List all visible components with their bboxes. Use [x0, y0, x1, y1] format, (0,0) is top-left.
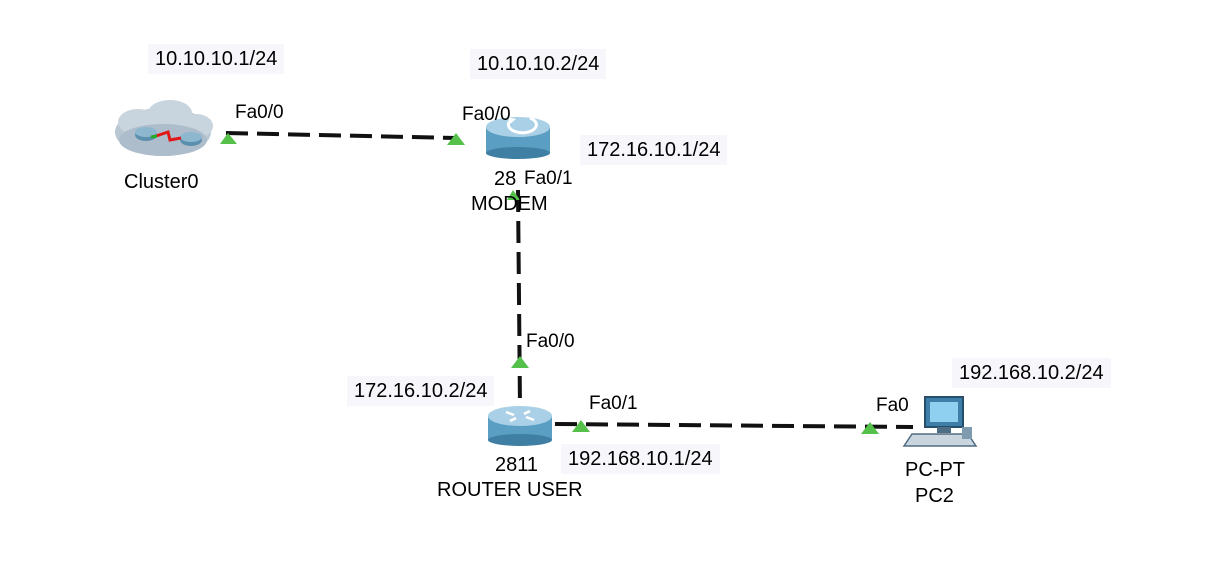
note-pc-ip[interactable]: 192.168.10.2/24	[952, 358, 1111, 388]
cluster-icon[interactable]	[115, 100, 213, 156]
link-router-pc[interactable]	[554, 422, 914, 429]
device-label-router-name: ROUTER USER	[437, 479, 583, 501]
port-label-modem-fa01: Fa0/1	[524, 168, 573, 189]
port-status-modem-fa00-icon	[447, 133, 465, 145]
port-status-router-fa01-icon	[572, 420, 590, 432]
device-label-pc-model: PC-PT	[905, 459, 965, 481]
port-label-router-fa01: Fa0/1	[589, 393, 638, 414]
device-label-cluster-name: Cluster0	[124, 171, 199, 193]
port-label-cluster-fa00: Fa0/0	[235, 102, 284, 123]
port-label-modem-fa00: Fa0/0	[462, 104, 511, 125]
note-cluster-ip[interactable]: 10.10.10.1/24	[148, 44, 285, 74]
link-cluster-modem[interactable]	[225, 131, 458, 140]
device-label-modem-name: MODEM	[471, 193, 548, 215]
pc-icon[interactable]	[902, 396, 978, 447]
port-label-pc-fa0: Fa0	[876, 395, 909, 416]
note-router-ip-right[interactable]: 192.168.10.1/24	[561, 444, 720, 474]
device-label-router-model: 2811	[495, 454, 539, 476]
port-status-pc-fa0-icon	[861, 422, 879, 434]
port-status-modem-fa01-icon	[507, 190, 520, 200]
modem-router-icon[interactable]	[486, 116, 550, 159]
device-label-pc-name: PC2	[915, 485, 954, 507]
router-user-icon[interactable]	[488, 406, 552, 446]
note-modem-ip-left[interactable]: 10.10.10.2/24	[470, 49, 607, 79]
port-status-router-fa00-icon	[511, 356, 529, 368]
device-label-modem-model: 28	[494, 168, 517, 190]
note-modem-ip-down[interactable]: 172.16.10.1/24	[580, 135, 728, 165]
link-modem-router[interactable]	[516, 189, 522, 409]
port-label-router-fa00: Fa0/0	[526, 331, 575, 352]
note-router-ip-up[interactable]: 172.16.10.2/24	[347, 376, 495, 406]
port-status-cluster-fa00-icon	[220, 133, 237, 144]
